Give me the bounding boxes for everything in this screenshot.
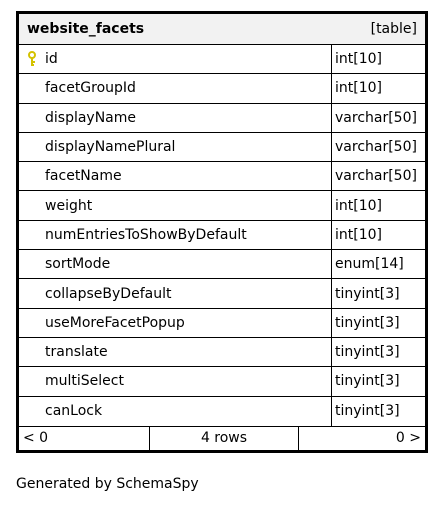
footer-children[interactable]: 0 >: [395, 430, 421, 447]
column-name: displayName: [45, 109, 137, 126]
key-icon: [28, 51, 36, 66]
table-row[interactable]: translate tinyint[3]: [19, 337, 425, 368]
column-name-cell: multiSelect: [19, 367, 332, 396]
generated-by-text: Generated by SchemaSpy: [16, 476, 199, 492]
column-type: int[10]: [335, 226, 382, 243]
column-name: numEntriesToShowByDefault: [45, 226, 247, 243]
column-type: tinyint[3]: [335, 373, 400, 390]
table-row[interactable]: facetName varchar[50]: [19, 162, 425, 192]
column-type: tinyint[3]: [335, 344, 400, 361]
column-name: weight: [45, 197, 93, 214]
table-row[interactable]: facetGroupId int[10]: [19, 74, 425, 104]
column-name: displayNamePlural: [45, 139, 176, 156]
column-type: varchar[50]: [335, 168, 417, 185]
column-name: canLock: [45, 403, 103, 420]
table-row[interactable]: useMoreFacetPopup tinyint[3]: [19, 308, 425, 338]
table-row[interactable]: collapseByDefault tinyint[3]: [19, 279, 425, 309]
table-row[interactable]: numEntriesToShowByDefault int[10]: [19, 220, 425, 251]
column-name: collapseByDefault: [45, 285, 172, 302]
table-row[interactable]: canLock tinyint[3]: [19, 396, 425, 426]
table-row[interactable]: id int[10]: [19, 45, 425, 75]
column-name: useMoreFacetPopup: [45, 314, 185, 331]
column-type: varchar[50]: [335, 139, 417, 156]
table-row[interactable]: displayNamePlural varchar[50]: [19, 132, 425, 163]
table-footer: < 0 4 rows 0 >: [19, 425, 425, 450]
column-type: int[10]: [335, 197, 382, 214]
table-header: website_facets [table]: [19, 14, 425, 45]
column-name-cell: displayName: [19, 103, 332, 132]
footer-parents[interactable]: < 0: [19, 426, 150, 450]
column-name-cell: id: [19, 45, 332, 74]
column-name-cell: translate: [19, 337, 332, 367]
table-row[interactable]: sortMode enum[14]: [19, 250, 425, 280]
column-name: facetName: [45, 168, 122, 185]
column-type: tinyint[3]: [335, 285, 400, 302]
column-name: multiSelect: [45, 373, 124, 390]
column-type: int[10]: [335, 80, 382, 97]
column-name-cell: canLock: [19, 396, 332, 426]
column-name-cell: sortMode: [19, 250, 332, 279]
column-type: enum[14]: [335, 256, 404, 273]
column-type: int[10]: [335, 51, 382, 68]
column-name-cell: facetName: [19, 162, 332, 191]
column-name-cell: collapseByDefault: [19, 279, 332, 308]
column-name: sortMode: [45, 256, 111, 273]
table-row[interactable]: multiSelect tinyint[3]: [19, 367, 425, 397]
column-name: translate: [45, 344, 108, 361]
table-row[interactable]: weight int[10]: [19, 191, 425, 221]
table-name: website_facets: [27, 21, 145, 37]
table-kind: [table]: [370, 21, 417, 37]
column-name-cell: weight: [19, 191, 332, 220]
column-type: tinyint[3]: [335, 314, 400, 331]
column-name: facetGroupId: [45, 80, 136, 97]
column-name-cell: displayNamePlural: [19, 132, 332, 162]
column-type: varchar[50]: [335, 109, 417, 126]
column-name: id: [45, 51, 58, 68]
column-type: tinyint[3]: [335, 403, 400, 420]
column-name-cell: facetGroupId: [19, 74, 332, 103]
table-row[interactable]: displayName varchar[50]: [19, 103, 425, 133]
column-name-cell: numEntriesToShowByDefault: [19, 220, 332, 250]
column-list: id int[10] facetGroupId int[10] displayName v…: [19, 45, 425, 426]
column-name-cell: useMoreFacetPopup: [19, 308, 332, 337]
footer-row-count: 4 rows: [150, 426, 299, 450]
